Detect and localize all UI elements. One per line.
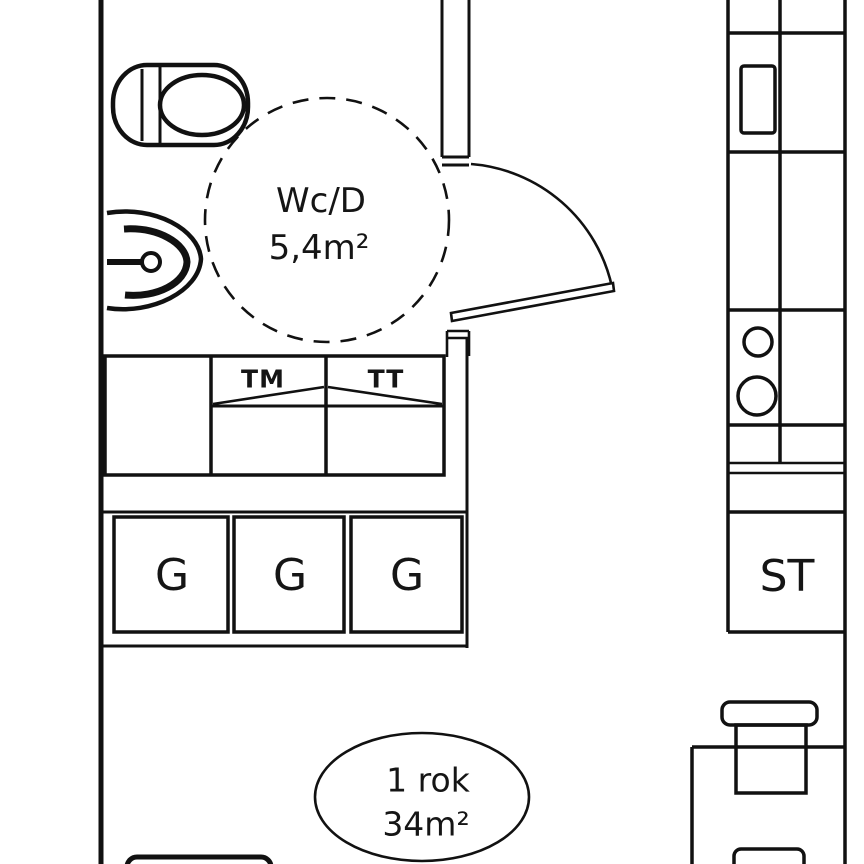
door-swing-icon <box>449 162 616 323</box>
sink-icon <box>106 209 204 312</box>
wardrobe-label-3: G <box>389 550 425 601</box>
wardrobe-boxes <box>112 515 464 634</box>
wardrobe-label-1: G <box>154 550 190 601</box>
hob-burners-icon <box>736 326 778 417</box>
furniture-bottom-left <box>124 854 274 864</box>
room-area-label: 34m² <box>382 804 470 844</box>
cleaning-closet-label: ST <box>759 551 815 602</box>
washing-machine-label: TM <box>241 364 285 394</box>
bathroom-boundary-circle <box>203 96 451 344</box>
hall-boundary <box>101 338 469 648</box>
fridge-handle-icon <box>739 64 777 135</box>
wardrobe-label-2: G <box>272 550 308 601</box>
kitchen-unit <box>726 0 847 864</box>
dining-table <box>690 745 845 864</box>
dryer-label: TT <box>367 364 405 394</box>
bathroom-wall-stub-bottom <box>445 329 471 357</box>
bathroom-wall-stub-top <box>440 0 471 167</box>
toilet-icon <box>110 62 251 148</box>
chair-icon-bottom <box>732 847 806 864</box>
chair-icon-top <box>720 700 819 795</box>
bathroom-area-label: 5,4m² <box>268 228 370 268</box>
bathroom-label: Wc/D <box>276 181 366 221</box>
laundry-cabinet <box>103 354 446 477</box>
room-type-label: 1 rok <box>386 760 470 800</box>
